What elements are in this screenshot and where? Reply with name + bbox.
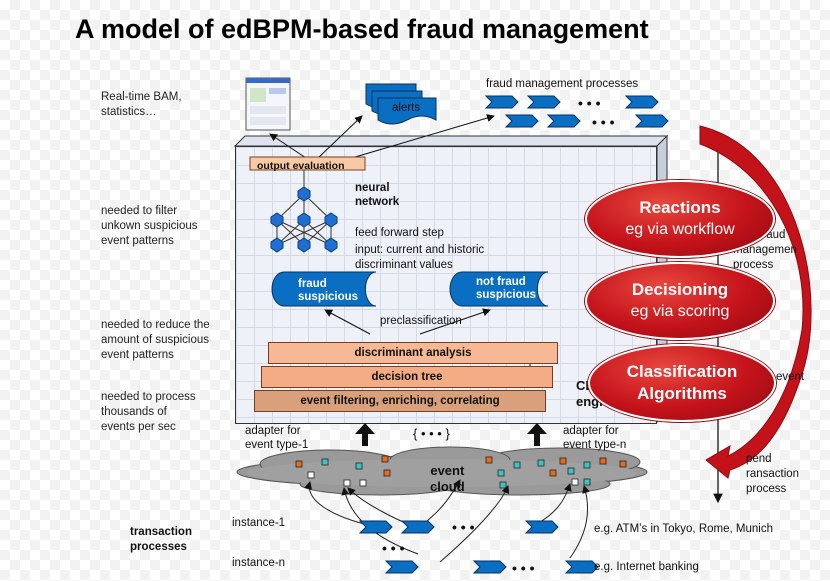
fraud-suspicious-label: fraud suspicious — [298, 278, 359, 303]
note-filter: needed to filter unkown suspicious event… — [101, 205, 198, 247]
note-bam: Real-time BAM, statistics… — [101, 91, 182, 118]
bottom-dots-1: • • • — [452, 519, 475, 535]
layer-discriminant-analysis: discriminant analysis — [268, 342, 558, 364]
alerts-label: alerts — [392, 102, 421, 114]
example-atm-label: e.g. ATM’s in Tokyo, Rome, Munich — [594, 523, 773, 535]
adapter-more-label: { • • • } — [413, 426, 450, 441]
oval-classification: Classification Algorithms — [588, 344, 776, 422]
neural-network-label: neural network — [355, 182, 400, 208]
oval-classification-line2: Algorithms — [637, 384, 727, 403]
feed-forward-label: feed forward step — [355, 227, 444, 239]
dots-row1: • • • — [578, 95, 601, 111]
note-event: event — [776, 371, 805, 383]
oval-reactions-subtitle: eg via workflow — [625, 221, 735, 238]
note-suspend-transaction: pend ransaction process — [746, 453, 800, 495]
layer-event-filtering: event filtering, enriching, correlating — [254, 390, 546, 412]
red-flow-arrow — [699, 125, 812, 479]
event-cloud-label: event cloud — [430, 463, 465, 494]
input-description-label: input: current and historic discriminant… — [355, 244, 485, 271]
layer-decision-tree: decision tree — [261, 366, 553, 388]
oval-reactions-title: Reactions — [639, 198, 721, 217]
transaction-processes-label: transaction processes — [130, 526, 192, 553]
neural-network-graph — [276, 170, 332, 246]
fraud-suspicious-shape — [271, 271, 377, 307]
oval-classification-line1: Classification — [626, 362, 738, 381]
dots-row2: • • • — [592, 114, 615, 130]
page-title: A model of edBPM-based fraud management — [75, 14, 649, 44]
fraud-process-chevrons — [484, 95, 669, 128]
adapter-arrow-1 — [355, 423, 375, 446]
oval-decisioning-subtitle: eg via scoring — [630, 303, 730, 320]
oval-decisioning-title: Decisioning — [631, 280, 729, 299]
bottom-dots-2: • • • — [382, 540, 405, 556]
note-reduce: needed to reduce the amount of suspiciou… — [101, 319, 210, 361]
instance-n-label: instance-n — [232, 557, 286, 569]
oval-reactions: Reactions eg via workflow — [585, 180, 775, 258]
alerts-stack-icon — [365, 83, 437, 125]
instance-1-label: instance-1 — [232, 517, 286, 529]
transaction-chevrons — [358, 520, 599, 574]
example-internet-banking-label: e.g. Internet banking — [594, 561, 699, 573]
bottom-dots-3: • • • — [512, 560, 535, 576]
not-fraud-suspicious-shape — [449, 271, 549, 307]
oval-decisioning: Decisioning eg via scoring — [585, 262, 775, 340]
not-fraud-suspicious-label: not fraud suspicious — [476, 276, 537, 301]
preclassification-label: preclassification — [380, 315, 462, 327]
adapter-arrow-n — [527, 423, 547, 446]
bam-screenshot-icon — [245, 77, 291, 131]
note-process: needed to process thousands of events pe… — [101, 391, 196, 433]
fraud-management-processes-label: fraud management processes — [486, 78, 639, 90]
adapter-type1-label: adapter for event type-1 — [245, 425, 309, 451]
adapter-typen-label: adapter for event type-n — [563, 425, 627, 451]
output-evaluation-label: output evaluation — [257, 160, 345, 172]
